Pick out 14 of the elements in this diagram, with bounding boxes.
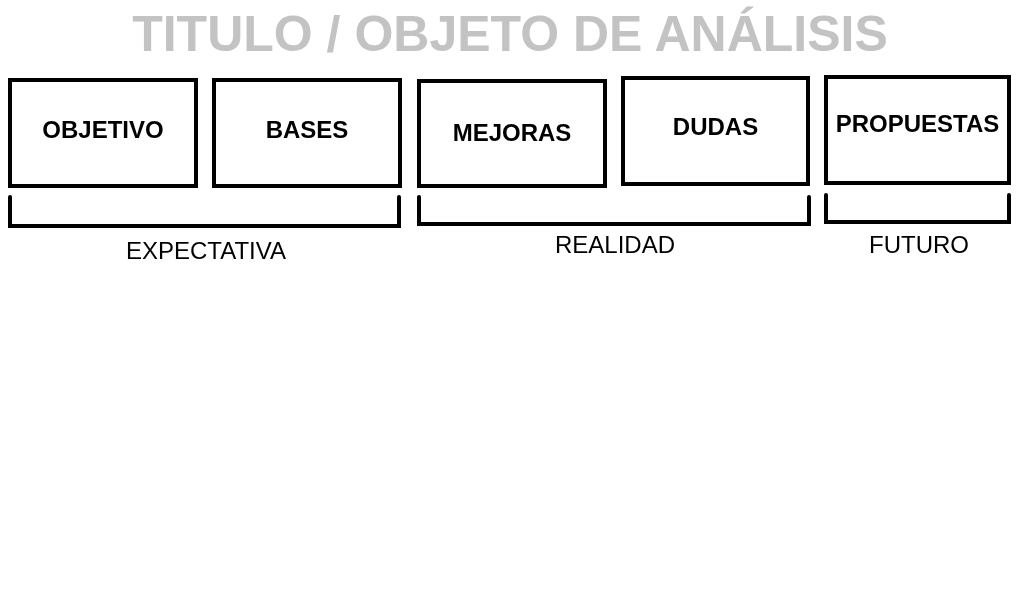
group-label: EXPECTATIVA — [126, 237, 286, 265]
diagram-title: TITULO / OBJETO DE ANÁLISIS — [132, 6, 888, 62]
category-heading: PROPUESTAS — [835, 110, 1000, 138]
category-box — [417, 79, 607, 188]
category-box — [621, 76, 810, 186]
group-label: REALIDAD — [555, 231, 675, 259]
category-box — [8, 78, 198, 188]
category-heading: OBJETIVO — [42, 116, 164, 144]
category-heading: MEJORAS — [452, 118, 572, 147]
category-heading: DUDAS — [672, 113, 759, 141]
group-label: FUTURO — [869, 231, 969, 259]
category-heading: BASES — [265, 116, 349, 144]
category-box — [212, 78, 402, 188]
category-box — [824, 75, 1011, 185]
